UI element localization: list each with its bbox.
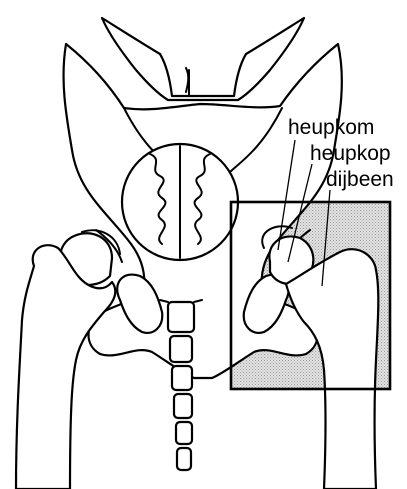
pelvic-inlet xyxy=(122,144,238,260)
sacrum xyxy=(102,18,304,100)
label-heupkop: heupkop xyxy=(310,142,391,165)
left-femur xyxy=(16,230,120,489)
label-heupkom: heupkom xyxy=(288,116,374,139)
label-dijbeen: dijbeen xyxy=(326,168,394,191)
